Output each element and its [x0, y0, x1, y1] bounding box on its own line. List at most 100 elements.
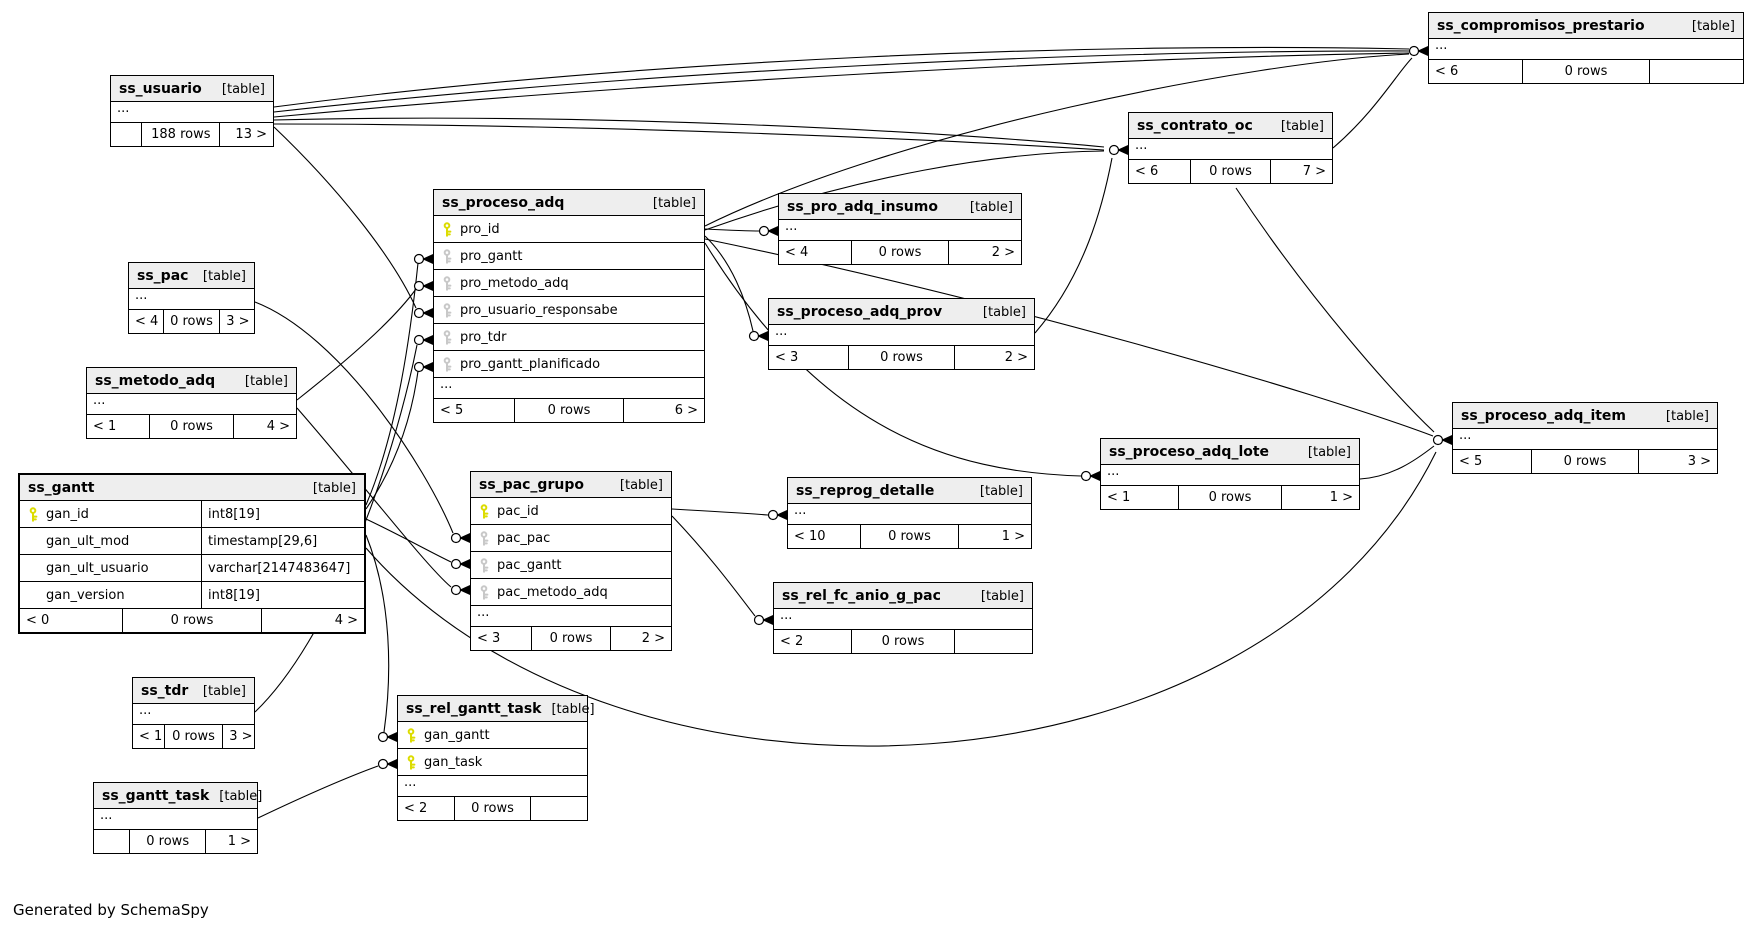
primary-key-icon	[26, 506, 39, 522]
column-type: timestamp[29,6]	[208, 533, 318, 549]
parents-count: < 0	[26, 613, 50, 628]
row-count: 0 rows	[530, 627, 611, 650]
table-header: ss_rel_gantt_task [table]	[398, 696, 595, 722]
table-header: ss_proceso_adq_prov[table]	[769, 299, 1034, 325]
children-count: 6 >	[622, 399, 704, 422]
relationship-line	[273, 46, 1410, 108]
column-name: pac_id	[497, 503, 539, 519]
parents-count	[94, 830, 129, 853]
column-name: pro_tdr	[460, 329, 507, 345]
table-name: ss_pro_adq_insumo	[787, 199, 938, 215]
relationship-end-marker	[1408, 45, 1428, 57]
relationship-line	[296, 407, 452, 588]
table-type-tag: [table]	[551, 702, 595, 717]
column-name: pro_metodo_adq	[460, 275, 569, 291]
hidden-columns-ellipsis: ...	[788, 504, 1031, 525]
table-header: ss_metodo_adq[table]	[87, 368, 296, 394]
children-count: 1 >	[204, 830, 257, 853]
schemaspy-credit: Generated by SchemaSpy	[13, 901, 209, 919]
relationship-line	[1034, 157, 1113, 334]
relationship-line	[273, 117, 1105, 148]
relationship-line	[671, 515, 756, 617]
children-count: 2 >	[948, 241, 1021, 264]
column-row-gan_gantt: gan_gantt	[398, 722, 587, 749]
relationship-line	[365, 451, 1437, 747]
foreign-key-icon	[440, 248, 453, 264]
relationship-end-marker	[377, 731, 397, 743]
children-count: 13 >	[219, 123, 273, 146]
foreign-key-icon	[440, 275, 453, 291]
column-type: int8[19]	[208, 506, 260, 522]
table-header: ss_pro_adq_insumo[table]	[779, 194, 1021, 220]
relationship-line	[296, 288, 417, 401]
column-name-cell: gan_id	[20, 501, 202, 527]
foreign-key-icon	[440, 329, 453, 345]
column-name: gan_ult_usuario	[46, 560, 149, 576]
children-count: 3 >	[219, 310, 254, 333]
relationship-line	[273, 123, 1105, 151]
row-count: 0 rows	[1189, 160, 1271, 183]
table-name: ss_pac_grupo	[479, 477, 584, 493]
table-type-tag: [table]	[982, 305, 1026, 320]
table-type-tag: [table]	[219, 789, 263, 804]
column-name-cell: gan_ult_mod	[20, 528, 202, 554]
hidden-columns-ellipsis: ...	[1101, 465, 1359, 486]
foreign-key-icon	[477, 584, 490, 600]
table-header: ss_pac[table]	[129, 263, 254, 289]
row-count: 0 rows	[163, 725, 223, 748]
table-type-tag: [table]	[221, 82, 265, 97]
column-row-pro_id: pro_id	[434, 216, 704, 243]
table-header: ss_proceso_adq_lote[table]	[1101, 439, 1359, 465]
foreign-key-icon	[440, 302, 453, 318]
column-row-gan_ult_mod: gan_ult_mod timestamp[29,6]	[20, 528, 364, 555]
parents-count: < 3	[477, 631, 501, 646]
parents-count: < 5	[440, 403, 464, 418]
table-type-tag: [table]	[202, 684, 246, 699]
table-name: ss_tdr	[141, 683, 189, 699]
row-count: 0 rows	[454, 797, 529, 820]
children-count	[954, 630, 1032, 653]
table-name: ss_usuario	[119, 81, 202, 97]
relationship-end-marker	[450, 532, 470, 544]
table-name: ss_rel_gantt_task	[406, 701, 542, 717]
relationship-end-marker	[450, 558, 470, 570]
table-header: ss_proceso_adq[table]	[434, 190, 704, 216]
table-header: ss_contrato_oc[table]	[1129, 113, 1332, 139]
children-count: 1 >	[1281, 486, 1359, 509]
children-count: 4 >	[261, 609, 364, 632]
parents-count: < 4	[785, 245, 809, 260]
table-header: ss_reprog_detalle[table]	[788, 478, 1031, 504]
column-type: int8[19]	[208, 587, 260, 603]
table-type-tag: [table]	[619, 478, 663, 493]
row-count: 0 rows	[162, 310, 220, 333]
table-name: ss_reprog_detalle	[796, 483, 935, 499]
relationship-line	[704, 235, 754, 332]
children-count: 3 >	[222, 725, 254, 748]
